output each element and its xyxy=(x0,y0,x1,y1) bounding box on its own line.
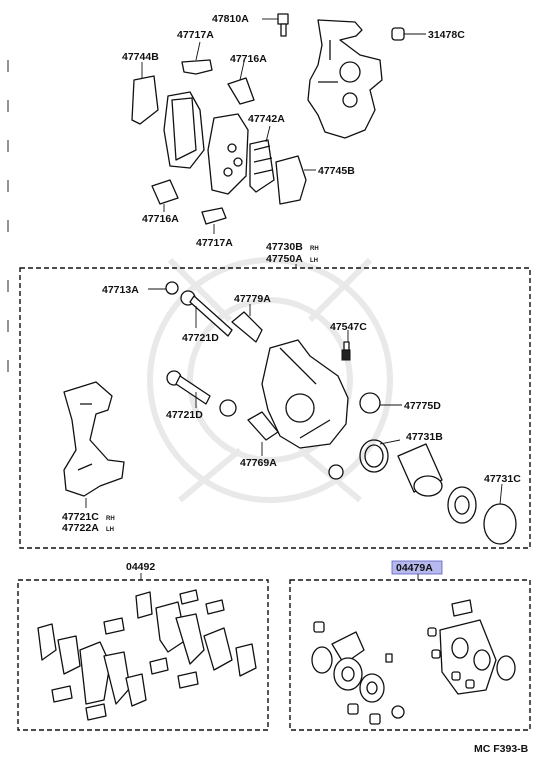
dust-cap-47775d-icon xyxy=(359,392,381,414)
seal-kit-group-box xyxy=(289,579,531,731)
label-47717a-bottom: 47717A xyxy=(196,237,233,249)
caliper-cylinder-icon xyxy=(261,339,349,449)
highlight-04479a xyxy=(391,560,443,575)
label-47731c: 47731C xyxy=(484,473,521,485)
anti-rattle-spring-47716a-bottom-icon xyxy=(151,179,179,205)
label-47547c: 47547C xyxy=(330,321,367,333)
set-ring-47731c-icon xyxy=(483,503,517,545)
bolt-47810a-icon xyxy=(277,13,289,37)
shim-47742a-icon xyxy=(249,139,275,193)
boot-47769a-icon xyxy=(247,411,279,441)
label-04479a: 04479A xyxy=(396,562,433,574)
label-47717a-top: 47717A xyxy=(177,29,214,41)
label-47745b: 47745B xyxy=(318,165,355,177)
label-47722a-side: LH xyxy=(106,527,114,533)
caliper-housing-icon xyxy=(307,19,383,139)
label-31478c: 31478C xyxy=(428,29,465,41)
label-47713a: 47713A xyxy=(102,284,139,296)
label-47721d-top: 47721D xyxy=(182,332,219,344)
piston-seal-47731b-icon xyxy=(359,439,389,473)
label-47721d-mid: 47721D xyxy=(166,409,203,421)
piston-icon xyxy=(397,443,443,497)
watermark-emblem xyxy=(147,257,393,503)
slide-pin-47721d-mid-icon xyxy=(166,370,237,417)
diagram-code: MC F393-B xyxy=(474,743,529,755)
label-47750a: 47750A xyxy=(266,253,303,265)
label-47744b: 47744B xyxy=(122,51,159,63)
boot-47779a-icon xyxy=(231,311,263,343)
label-47716a-bottom: 47716A xyxy=(142,213,179,225)
label-47721c-side: RH xyxy=(106,516,115,522)
label-47775d: 47775D xyxy=(404,400,441,412)
brake-pad-inner-icon xyxy=(163,91,205,169)
small-bushing-icon xyxy=(328,464,344,480)
label-47721c: 47721C xyxy=(62,511,99,523)
pad-kit-group-box xyxy=(17,579,269,731)
pad-clip-47717a-icon xyxy=(181,59,213,75)
brake-pad-outer-icon xyxy=(207,113,249,195)
label-47769a: 47769A xyxy=(240,457,277,469)
label-47779a: 47779A xyxy=(234,293,271,305)
label-47730b: 47730B xyxy=(266,241,303,253)
dust-boot-icon xyxy=(447,486,477,524)
seal-kit-parts-icon xyxy=(311,599,516,725)
bleeder-plug-47547c-icon xyxy=(341,341,351,361)
slide-pin-47721d-icon xyxy=(180,290,233,337)
pad-kit-parts-icon xyxy=(37,589,257,721)
label-47750a-side: LH xyxy=(310,258,318,264)
anti-rattle-spring-47716a-icon xyxy=(227,77,255,105)
bleeder-cap-31478c-icon xyxy=(391,27,405,41)
label-47742a: 47742A xyxy=(248,113,285,125)
mounting-bracket-47721c-icon xyxy=(63,381,125,497)
anti-squeal-shim-47744b-icon xyxy=(131,75,159,125)
bushing-47713a-icon xyxy=(165,281,179,295)
label-04492: 04492 xyxy=(126,561,155,573)
caliper-assembly-group-box xyxy=(19,267,531,549)
label-47722a: 47722A xyxy=(62,522,99,534)
label-47730b-side: RH xyxy=(310,246,319,252)
pad-clip-47717a-bottom-icon xyxy=(201,207,227,225)
label-47810a: 47810A xyxy=(212,13,249,25)
shim-47745b-icon xyxy=(275,155,307,205)
label-47731b: 47731B xyxy=(406,431,443,443)
label-47716a-top: 47716A xyxy=(230,53,267,65)
